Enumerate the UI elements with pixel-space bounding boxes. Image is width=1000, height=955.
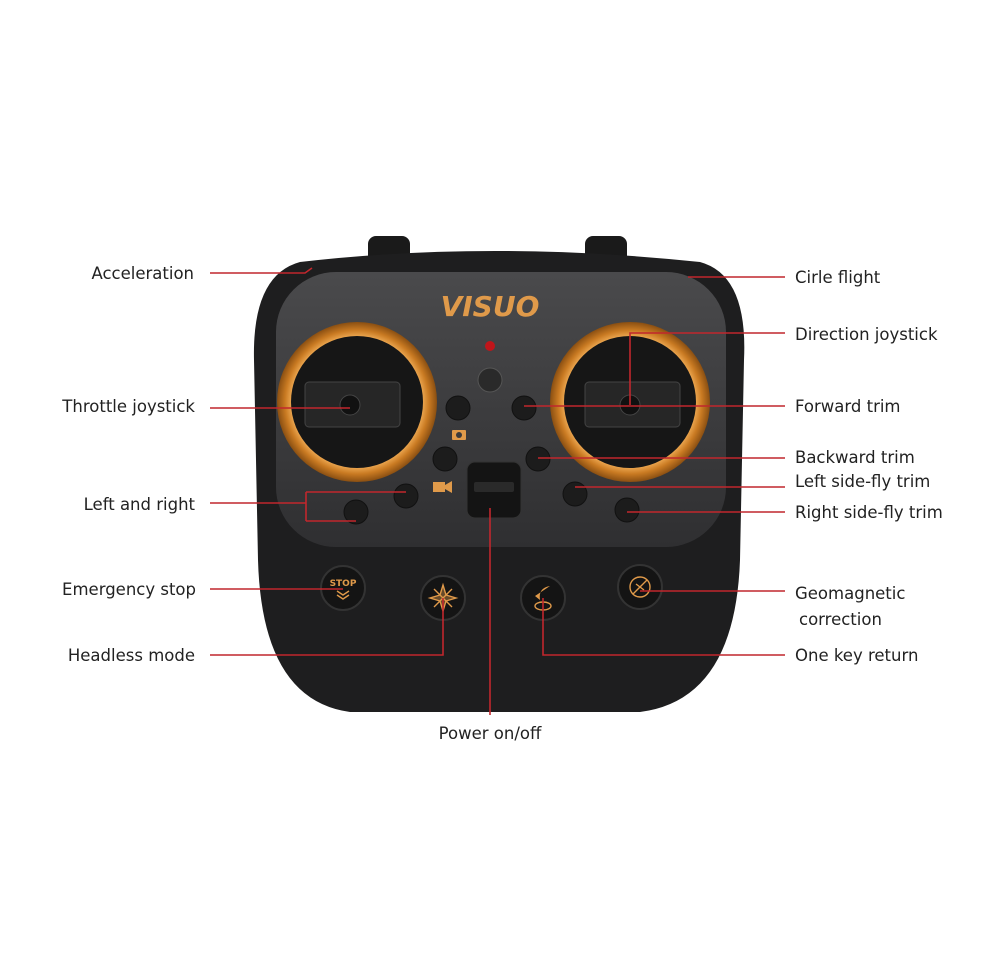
label-forward-trim: Forward trim [795, 397, 901, 416]
label-acceleration: Acceleration [91, 264, 194, 283]
stop-icon: STOP [330, 579, 357, 589]
label-left-and-right: Left and right [84, 495, 196, 514]
label-emergency-stop: Emergency stop [62, 580, 196, 599]
video-button[interactable] [432, 446, 458, 472]
return-home-icon [535, 586, 550, 600]
photo-button[interactable] [445, 395, 471, 421]
label-throttle-joystick: Throttle joystick [61, 397, 195, 416]
led-indicator [485, 341, 495, 351]
label-right-side-fly-trim: Right side-fly trim [795, 503, 943, 522]
controller: VISUO [253, 236, 745, 712]
right-side-fly-trim-button[interactable] [614, 497, 640, 523]
label-geomagnetic-line2: correction [799, 610, 882, 629]
labels: Acceleration Throttle joystick Left and … [61, 264, 942, 743]
power-switch[interactable] [466, 461, 522, 519]
label-headless-mode: Headless mode [68, 646, 195, 665]
leader-lines [210, 267, 785, 715]
left-trim-button[interactable] [343, 499, 369, 525]
label-backward-trim: Backward trim [795, 448, 915, 467]
camera-icon [452, 430, 466, 440]
geomagnetic-correction-button[interactable] [617, 564, 663, 610]
left-side-fly-trim-button[interactable] [562, 481, 588, 507]
label-geomagnetic-line1: Geomagnetic [795, 584, 905, 603]
label-circle-flight: Cirle flight [795, 268, 881, 287]
video-icon [433, 481, 452, 493]
right-trim-button[interactable] [393, 483, 419, 509]
geomagnetic-icon [629, 576, 651, 598]
stop-button[interactable]: STOP [320, 565, 366, 611]
label-left-side-fly-trim: Left side-fly trim [795, 472, 930, 491]
throttle-joystick[interactable] [277, 322, 437, 482]
forward-trim-button[interactable] [511, 395, 537, 421]
label-direction-joystick: Direction joystick [795, 325, 938, 344]
label-power: Power on/off [439, 724, 542, 743]
brand-logo: VISUO [441, 290, 540, 323]
mode-switch[interactable] [477, 367, 503, 393]
label-one-key-return: One key return [795, 646, 918, 665]
backward-trim-button[interactable] [525, 446, 551, 472]
